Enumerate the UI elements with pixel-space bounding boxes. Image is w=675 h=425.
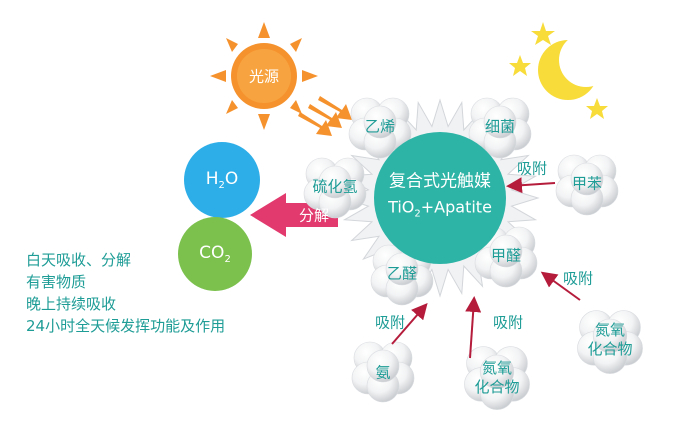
ammonia-cloud <box>351 341 415 403</box>
pollutant-clouds <box>303 97 643 410</box>
co2-label: CO2 <box>199 243 231 265</box>
pollutant-bacteria: 细菌 <box>484 117 516 136</box>
pollutant-toluene: 甲苯 <box>571 174 603 193</box>
co2-label-sub: 2 <box>224 254 231 266</box>
note-line-3: 晚上持续吸收 <box>26 295 117 313</box>
pollutant-hydrogen-sulfide: 硫化氢 <box>312 177 358 196</box>
adsorb-arrow-nox-bottom <box>465 296 482 359</box>
pollutant-acetaldehyde: 乙醛 <box>386 264 418 283</box>
catalyst-circle <box>374 132 506 264</box>
note-line-2: 有害物质 <box>26 273 87 291</box>
water-label-tail: O <box>224 168 239 189</box>
pollutant-ethylene: 乙烯 <box>364 117 396 136</box>
moon-icon <box>538 33 613 100</box>
decompose-label: 分解 <box>298 206 330 225</box>
note-line-1: 白天吸收、分解 <box>26 251 132 269</box>
co2-label-main: CO <box>199 242 225 263</box>
adsorb-label-toluene: 吸附 <box>516 159 548 178</box>
pollutant-formaldehyde: 甲醛 <box>490 246 522 265</box>
adsorb-arrow-toluene <box>506 177 556 194</box>
pollutant-nox-bottom-line2: 化合物 <box>474 378 520 396</box>
catalyst-label-line1: 复合式光触媒 <box>388 171 491 192</box>
co2-circle <box>178 217 252 291</box>
acetaldehyde-cloud <box>370 244 434 306</box>
adsorb-label-nox-right: 吸附 <box>562 269 594 288</box>
catalyst-label: 复合式光触媒 TiO2+Apatite <box>388 168 492 227</box>
pollutant-nox-right: 氮氧 化合物 <box>587 321 632 359</box>
formaldehyde-cloud <box>474 226 538 288</box>
pollutant-nox-bottom-line1: 氮氧 <box>481 359 513 377</box>
light-source-label: 光源 <box>248 67 280 86</box>
catalyst-apatite-text: +Apatite <box>420 197 492 217</box>
pollutant-nox-right-line1: 氮氧 <box>594 321 626 339</box>
light-rays <box>298 96 352 136</box>
water-label: H2O <box>206 169 239 191</box>
nox-bottom-cloud <box>464 346 530 410</box>
pollutant-ammonia: 氨 <box>375 363 391 382</box>
nox-right-cloud <box>577 310 643 374</box>
stars-icon <box>509 22 608 119</box>
catalyst-tio-text: TiO <box>388 197 415 217</box>
catalyst-label-line2: TiO2+Apatite <box>388 194 492 227</box>
sun-icon <box>210 22 318 130</box>
toluene-cloud <box>555 154 619 216</box>
water-label-sub: 2 <box>218 180 225 192</box>
adsorb-arrow-nox-right <box>540 271 581 301</box>
pollutant-nox-right-line2: 化合物 <box>587 340 633 358</box>
water-circle <box>184 142 260 218</box>
adsorb-label-ammonia: 吸附 <box>374 313 406 332</box>
hydrogen-sulfide-cloud <box>303 157 367 219</box>
adsorb-arrow-ammonia <box>391 302 428 345</box>
note-line-4: 24小时全天候发挥功能及作用 <box>26 317 226 335</box>
water-label-main: H <box>205 168 219 189</box>
adsorb-label-nox-bottom: 吸附 <box>492 313 524 332</box>
catalyst-tio-sub: 2 <box>414 208 421 220</box>
bacteria-cloud <box>468 97 532 159</box>
pollutant-nox-bottom: 氮氧 化合物 <box>474 359 519 397</box>
adsorb-arrows <box>391 177 581 359</box>
